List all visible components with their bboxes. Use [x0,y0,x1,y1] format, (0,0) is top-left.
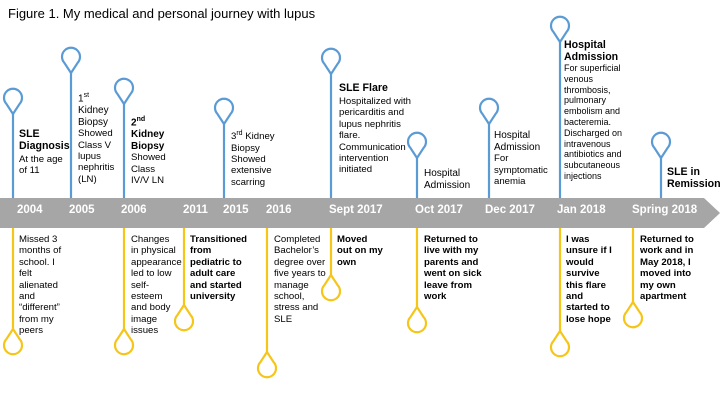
personal-2011: Transitioned from pediatric to adult car… [190,234,248,303]
year-2005: 2005 [69,204,95,216]
pin-spring2018-down [622,228,644,329]
event-2004-diagnosis: SLE Diagnosis At the age of 11 [19,128,70,177]
event-title: Hospital Admission [424,168,471,191]
event-title: Hospital Admission [494,130,541,153]
pin-2004-up [2,87,24,198]
pin-spring2018-up [650,131,672,198]
event-title: Hospital Admission [564,39,619,63]
event-title-rest: Kidney Biopsy [78,104,109,128]
year-2015: 2015 [223,204,249,216]
event-title: 1st [78,92,90,105]
event-body: Showed extensive scarring [231,154,272,188]
personal-2006: Changes in physical appearance led to lo… [131,234,182,337]
pin-oct2017-down [406,228,428,334]
event-title: 2nd [131,116,146,129]
pin-2006-up [113,77,135,198]
event-body: For symptomatic anemia [494,153,548,187]
year-spring-2018: Spring 2018 [632,204,698,216]
personal-jan-2018: I was unsure if I would survive this fla… [566,234,612,325]
year-dec-2017: Dec 2017 [485,204,535,216]
event-title-rest: Kidney Biopsy [131,128,165,152]
personal-2004: Missed 3 months of school. I felt aliena… [19,234,62,337]
event-body: Hospitalized with pericarditis and lupus… [339,96,411,176]
event-title: SLE in Remission [667,166,720,190]
pin-2006-down [113,228,135,356]
pin-2016-down [256,228,278,379]
event-2006-biopsy: 2nd Kidney Biopsy Showed Class IV/V LN [131,114,173,186]
event-body: At the age of 11 [19,154,63,177]
pin-2015-up [213,97,235,198]
event-title: SLE Flare [339,82,388,94]
year-jan-2018: Jan 2018 [557,204,606,216]
timeline-arrow [0,198,720,228]
pin-dec2017-up [478,97,500,198]
event-oct-2017-admission: Hospital Admission [424,168,484,191]
event-dec-2017-admission: Hospital Admission For symptomatic anemi… [494,130,554,187]
personal-sept-2017: Moved out on my own [337,234,383,268]
year-2006: 2006 [121,204,147,216]
year-2011: 2011 [183,204,208,216]
pin-sept2017-down [320,228,342,302]
event-2015-biopsy: 3rd Kidney Biopsy Showed extensive scarr… [231,128,293,188]
event-jan-2018-admission: Hospital Admission For superficial venou… [564,39,630,182]
event-body: For superficial venous thrombosis, pulmo… [564,63,623,181]
year-2004: 2004 [17,204,43,216]
personal-2016: Completed Bachelor’s degree over five ye… [274,234,326,325]
year-2016: 2016 [266,204,292,216]
pin-sept2017-up [320,47,342,198]
personal-spring-2018: Returned to work and in May 2018, I move… [640,234,694,303]
event-spring-2018-remission: SLE in Remission [667,166,720,190]
event-title: SLE Diagnosis [19,128,70,152]
event-title: 3rd Kidney Biopsy [231,130,275,154]
event-sept-2017-flare: SLE Flare Hospitalized with pericarditis… [339,82,411,176]
pin-2005-up [60,46,82,198]
year-oct-2017: Oct 2017 [415,204,463,216]
personal-oct-2017: Returned to live with my parents and wen… [424,234,482,303]
year-sept-2017: Sept 2017 [329,204,383,216]
event-body: Showed Class V lupus nephritis (LN) [78,128,115,185]
pin-2011-down [173,228,195,332]
event-body: Showed Class IV/V LN [131,152,166,186]
pin-2004-down [2,228,24,356]
pin-jan2018-down [549,228,571,358]
pin-jan2018-up [549,15,571,198]
event-2005-biopsy: 1st Kidney Biopsy Showed Class V lupus n… [78,90,122,185]
pin-oct2017-up [406,131,428,198]
figure-title: Figure 1. My medical and personal journe… [8,6,316,21]
